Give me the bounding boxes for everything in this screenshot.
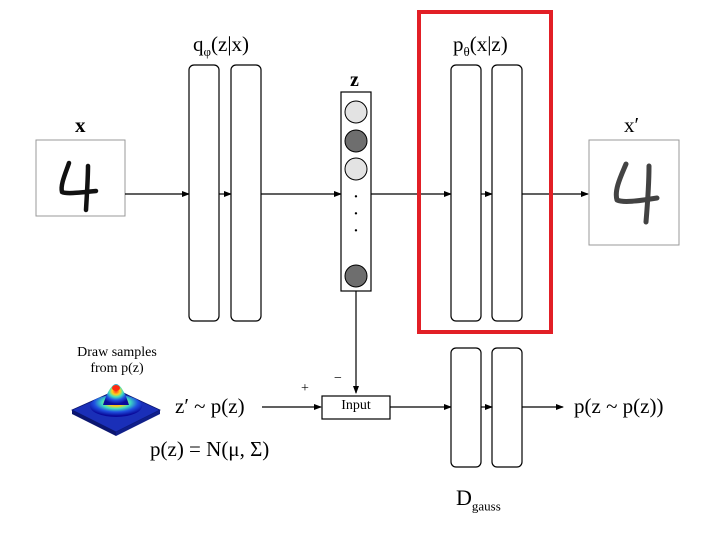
prior-caption-line1: Draw samples <box>77 345 157 360</box>
minus-sign: − <box>334 371 342 386</box>
latent-ellipsis-dot: · <box>353 220 360 242</box>
decoder-layer-1 <box>450 64 482 322</box>
latent-node <box>344 100 368 124</box>
latent-ellipsis-dot: · <box>353 203 360 225</box>
decoder-layer-2 <box>491 64 523 322</box>
discriminator-layer-2 <box>491 347 523 468</box>
latent-node <box>344 157 368 181</box>
gaussian-surface-icon <box>71 384 161 436</box>
latent-nodes: ··· <box>344 100 368 288</box>
discriminator-label: Dgauss <box>456 485 501 514</box>
latent-ellipsis-dot: · <box>353 186 360 208</box>
encoder-label: qφ(z|x) <box>193 32 250 60</box>
input-digit-4 <box>59 160 99 213</box>
latent-label: z <box>350 69 359 91</box>
decoder-highlight-box <box>417 10 553 334</box>
latent-node <box>344 264 368 288</box>
output-digit-4 <box>613 161 660 225</box>
latent-node <box>344 129 368 153</box>
discriminator-output-label: p(z ~ p(z)) <box>574 394 664 418</box>
prior-sample-label: z′ ~ p(z) <box>175 394 245 418</box>
output-image-label: x′ <box>624 113 640 137</box>
decoder-label: pθ(x|z) <box>453 32 508 60</box>
prior-caption: Draw samples from p(z) <box>62 345 172 377</box>
plus-sign: + <box>301 381 309 396</box>
output-image-frame <box>588 139 680 246</box>
prior-caption-line2: from p(z) <box>90 361 144 376</box>
latent-vector <box>340 91 372 292</box>
prior-distribution-label: p(z) = N(μ, Σ) <box>150 437 270 461</box>
discriminator-layer-1 <box>450 347 482 468</box>
encoder-layer-2 <box>230 64 262 322</box>
encoder-layer-1 <box>188 64 220 322</box>
input-box-label: Input <box>341 398 371 413</box>
input-image-frame <box>35 139 126 217</box>
input-image-label: x <box>75 113 86 137</box>
